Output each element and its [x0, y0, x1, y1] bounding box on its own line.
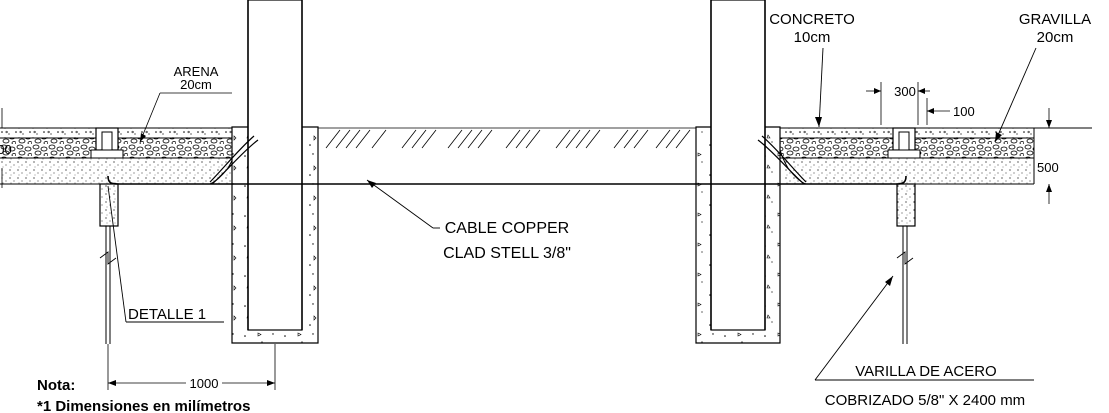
label-gravilla: GRAVILLA 20cm [994, 11, 1091, 143]
gravilla-label-line2: 20cm [1037, 29, 1074, 46]
dimension-100-label: 100 [953, 104, 975, 119]
concreto-label-line1: CONCRETO [769, 11, 855, 28]
dimension-500-left-label: 500 [0, 142, 12, 157]
label-detalle: DETALLE 1 [107, 185, 224, 323]
notes: Nota: *1 Dimensiones en milímetros [37, 377, 250, 413]
dimension-500-right: 500 [1037, 108, 1059, 204]
arena-label-line2: 20cm [180, 77, 212, 92]
left-pole-foundation [231, 0, 319, 344]
nota-text: *1 Dimensiones en milímetros [37, 398, 250, 413]
varilla-label-line2: COBRIZADO 5/8" X 2400 mm [825, 392, 1025, 409]
dimension-500-label: 500 [1037, 160, 1059, 175]
detalle-label: DETALLE 1 [128, 306, 206, 323]
dimension-1000: 1000 [107, 344, 276, 391]
label-concreto: CONCRETO 10cm [769, 11, 855, 128]
cable-label-line1: CABLE COPPER [445, 220, 569, 237]
label-cable: CABLE COPPER CLAD STELL 3/8" [366, 179, 571, 262]
varilla-label-line1: VARILLA DE ACERO [855, 363, 996, 380]
label-arena: ARENA 20cm [139, 64, 232, 143]
cable-label-line2: CLAD STELL 3/8" [443, 245, 571, 262]
arena-label-line1: ARENA [174, 64, 219, 79]
concreto-label-line2: 10cm [794, 29, 831, 46]
right-inspection-box [887, 127, 921, 227]
dimension-500-left: 500 [0, 108, 12, 188]
dimension-300-label: 300 [894, 84, 916, 99]
left-inspection-box [90, 127, 124, 227]
dimension-1000-label: 1000 [190, 376, 219, 391]
grounding-cable [107, 135, 907, 185]
dimension-300-100: 300 100 [866, 82, 975, 125]
gravilla-label-line1: GRAVILLA [1019, 11, 1091, 28]
right-ground-layers [777, 127, 1092, 185]
left-ground-layers [0, 127, 239, 185]
ground-rods [99, 226, 914, 344]
soil-hatch [318, 127, 696, 149]
right-pole-foundation [695, 0, 781, 344]
nota-title: Nota: [37, 377, 75, 394]
label-varilla: VARILLA DE ACERO COBRIZADO 5/8" X 2400 m… [814, 275, 1034, 409]
